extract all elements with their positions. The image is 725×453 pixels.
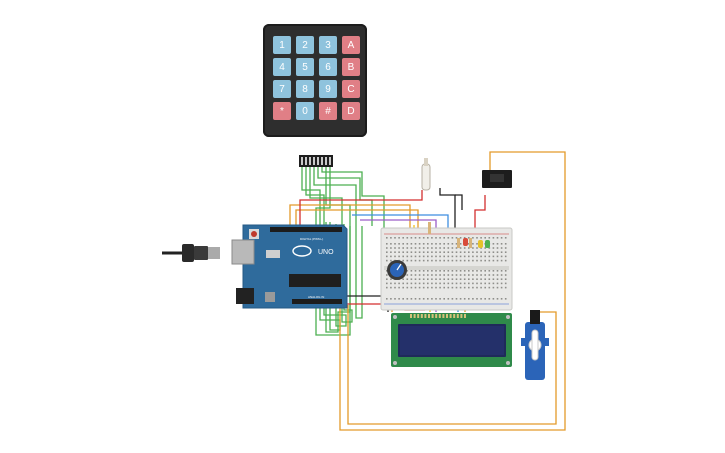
keypad-key[interactable]: A — [342, 36, 360, 54]
lcd-display[interactable] — [391, 313, 512, 367]
arduino-logo-text: UNO — [318, 249, 334, 256]
wire-red-1 — [299, 190, 423, 225]
keypad-key[interactable]: # — [319, 102, 337, 120]
keypad-connector — [299, 155, 333, 167]
potentiometer[interactable] — [387, 260, 407, 280]
keypad-key[interactable]: 4 — [273, 58, 291, 76]
arduino-uno-board[interactable]: UNO DIGITAL (PWM~) ANALOG IN — [231, 224, 348, 309]
wire-keypad-3 — [309, 167, 353, 323]
relay-component[interactable] — [482, 170, 512, 188]
keypad-key[interactable]: 0 — [296, 102, 314, 120]
wire-black-1 — [439, 188, 456, 232]
analog-header-label: ANALOG IN — [308, 295, 324, 299]
keypad-key[interactable]: 7 — [273, 80, 291, 98]
wire-keypad-6 — [321, 167, 385, 240]
keypad-key[interactable]: C — [342, 80, 360, 98]
keypad-key[interactable]: 9 — [319, 80, 337, 98]
wire-orange-2 — [347, 305, 557, 425]
keypad-key[interactable]: 6 — [319, 58, 337, 76]
wire-orange-4 — [295, 209, 419, 232]
keypad-key[interactable]: D — [342, 102, 360, 120]
keypad-key[interactable]: * — [273, 102, 291, 120]
breadboard[interactable] — [380, 227, 513, 311]
usb-cable[interactable] — [162, 244, 220, 262]
keypad-key[interactable]: 2 — [296, 36, 314, 54]
resistors — [428, 222, 472, 248]
wire-orange-3 — [289, 204, 411, 232]
wire-keypad-5 — [317, 167, 373, 226]
leds — [463, 238, 490, 248]
keypad-key[interactable]: 5 — [296, 58, 314, 76]
wire-orange-loop — [339, 151, 566, 431]
wire-keypad-1 — [301, 167, 341, 331]
switch-component[interactable] — [421, 158, 431, 191]
keypad-key[interactable]: 3 — [319, 36, 337, 54]
breadboard-holes — [386, 237, 507, 300]
servo-motor[interactable] — [521, 310, 549, 380]
wire-black-2 — [455, 194, 463, 210]
wire-red-3 — [474, 195, 486, 232]
lcd-pin-header — [410, 314, 466, 318]
wire-keypad-4 — [313, 167, 363, 319]
keypad-key[interactable]: B — [342, 58, 360, 76]
digital-header-label: DIGITAL (PWM~) — [300, 237, 323, 241]
keypad-key[interactable]: 1 — [273, 36, 291, 54]
keypad-key[interactable]: 8 — [296, 80, 314, 98]
